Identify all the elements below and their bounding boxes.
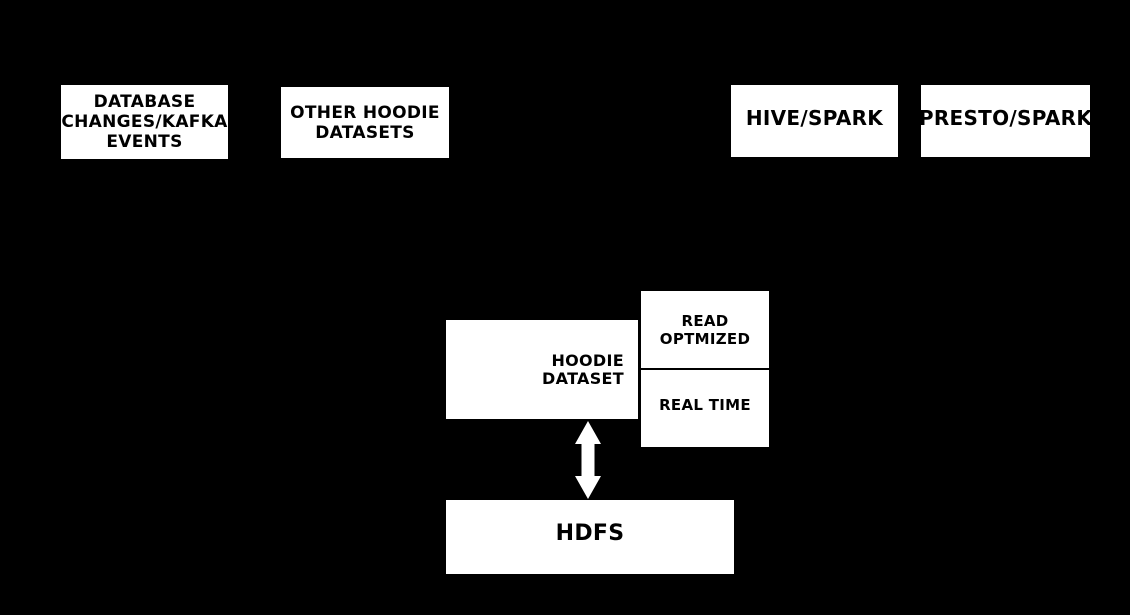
node-read-optimized-view: READ OPTMIZED xyxy=(641,291,769,368)
node-hdfs: HDFS xyxy=(446,500,734,574)
node-other-hoodie-datasets: OTHER HOODIE DATASETS xyxy=(281,87,449,158)
bidirectional-arrow-shape xyxy=(575,421,601,499)
node-hive-spark: HIVE/SPARK xyxy=(731,85,898,157)
node-database-changes-kafka-events: DATABASE CHANGES/KAFKA EVENTS xyxy=(61,85,228,159)
node-hoodie-dataset: HOODIE DATASET xyxy=(446,320,638,419)
node-presto-spark: PRESTO/SPARK xyxy=(919,85,1092,157)
bidirectional-arrow-icon xyxy=(575,421,601,499)
node-real-time-view: REAL TIME xyxy=(641,370,769,447)
